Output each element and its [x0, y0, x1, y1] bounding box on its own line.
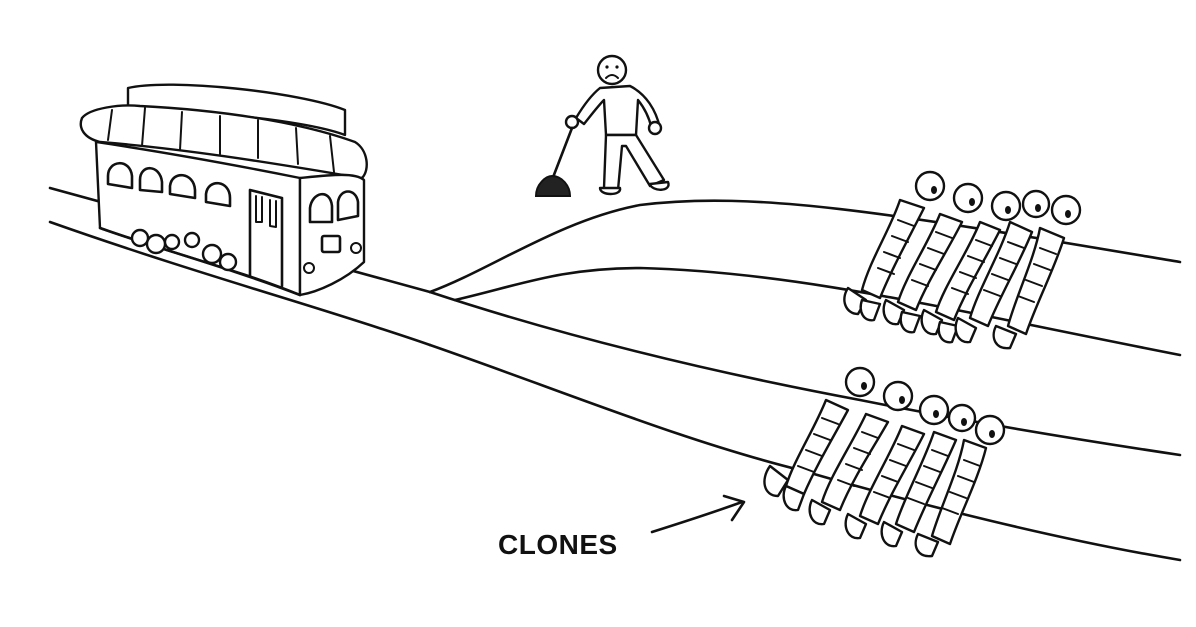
trolley: [79, 83, 368, 297]
clone-5: [914, 414, 1006, 558]
lever-person: [534, 54, 670, 197]
clone-4: [880, 403, 977, 548]
clone-1: [763, 366, 876, 512]
clone-3: [844, 394, 950, 540]
clones-caption: CLONES: [498, 529, 618, 560]
upper-group-people: [843, 170, 1082, 350]
person-upper-4: [954, 189, 1051, 344]
person-upper-2: [882, 182, 984, 334]
arrow-to-clones: [650, 494, 746, 534]
person-upper-1: [843, 170, 946, 322]
person-upper-3: [920, 190, 1022, 344]
trolley-wheels: [130, 228, 238, 272]
person-upper-5: [992, 194, 1082, 350]
lower-group-clones: [763, 366, 1006, 558]
clone-2: [808, 380, 914, 526]
